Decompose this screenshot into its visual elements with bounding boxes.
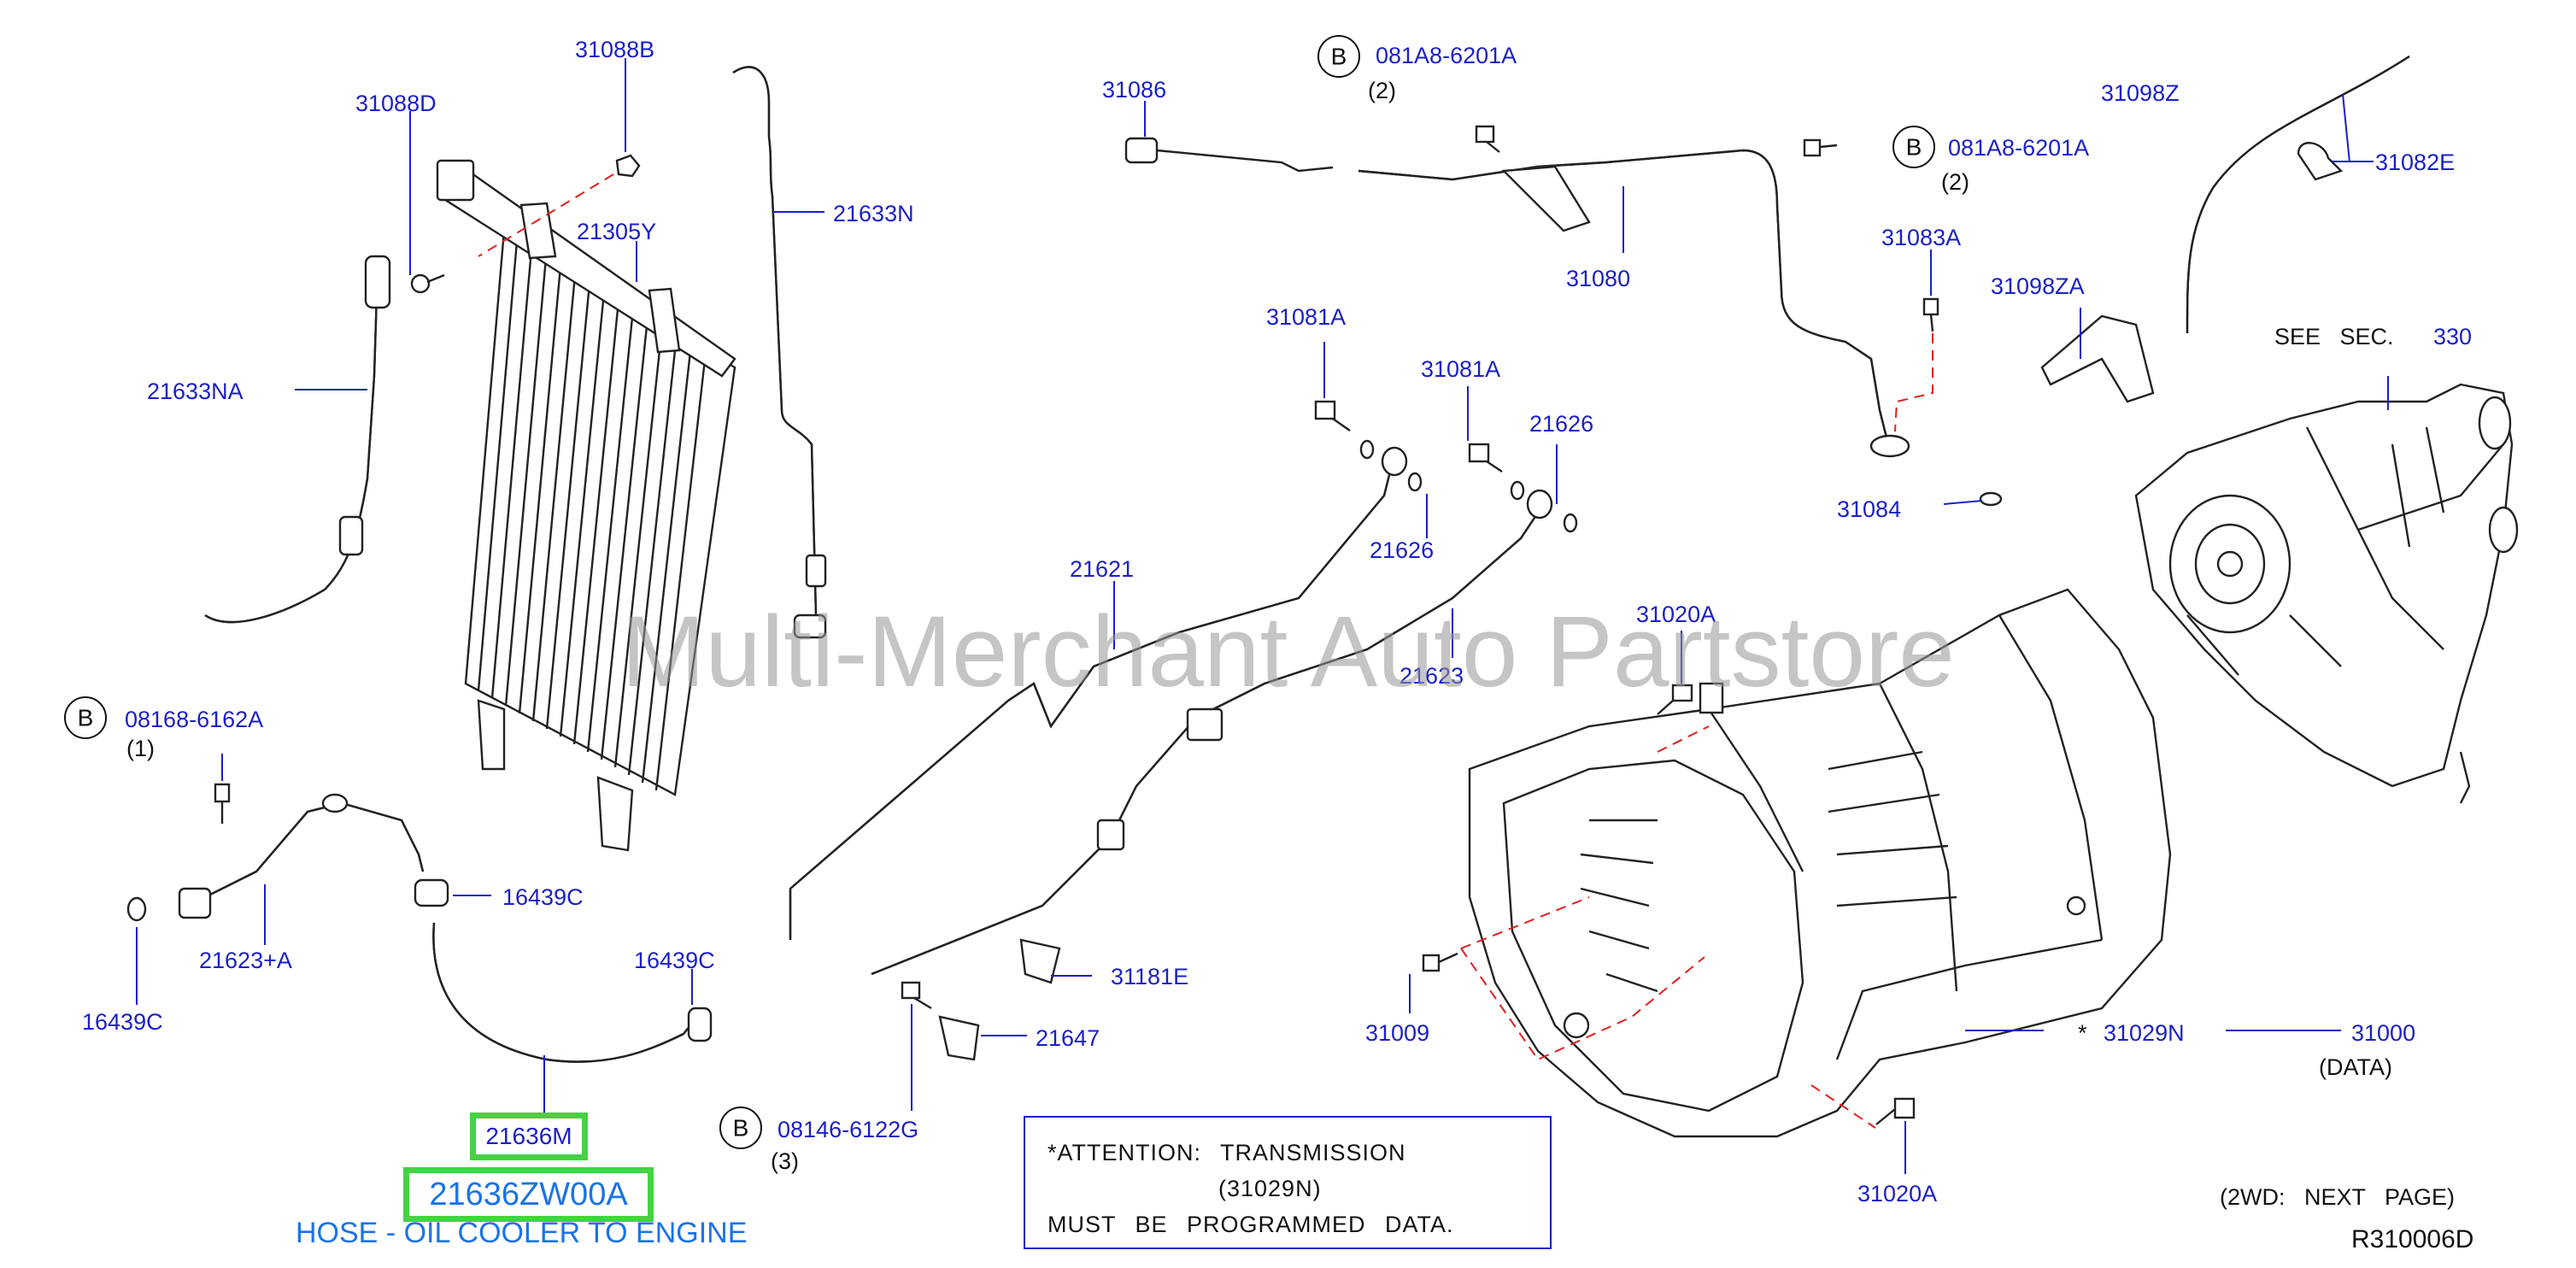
circle-b-letter: B bbox=[1906, 134, 1922, 161]
label-31029N: 31029N bbox=[2104, 1020, 2185, 1046]
attention-box: *ATTENTION: TRANSMISSION (31029N) MUST B… bbox=[1024, 1116, 1552, 1249]
label-08168-6162A: 08168-6162A bbox=[125, 707, 263, 732]
label-31083A: 31083A bbox=[1881, 225, 1961, 250]
label-31084: 31084 bbox=[1837, 496, 1901, 522]
label-31181E: 31181E bbox=[1111, 964, 1188, 989]
highlight-part-number: 21636ZW00A bbox=[403, 1167, 654, 1222]
circle-b-letter: B bbox=[1331, 44, 1347, 70]
label-21305Y: 21305Y bbox=[577, 219, 656, 244]
label-qty-2-right: (2) bbox=[1941, 169, 1969, 195]
label-31009: 31009 bbox=[1365, 1020, 1429, 1046]
leader-lines bbox=[136, 58, 2389, 1174]
label-16439C-left: 16439C bbox=[82, 1009, 163, 1035]
label-31098ZA: 31098ZA bbox=[1991, 273, 2085, 299]
label-31020A-top: 31020A bbox=[1636, 602, 1716, 627]
label-31080: 31080 bbox=[1566, 266, 1630, 291]
pipe-31080 bbox=[1358, 149, 1910, 458]
transfer-case bbox=[2134, 383, 2519, 804]
label-31020A-bottom: 31020A bbox=[1857, 1181, 1937, 1206]
label-16439C-mid: 16439C bbox=[502, 884, 584, 910]
label-21633N: 21633N bbox=[833, 201, 914, 226]
hose-21633N bbox=[732, 66, 827, 639]
circle-b-1: B bbox=[64, 696, 107, 739]
label-21623A: 21623+A bbox=[199, 948, 292, 973]
label-qty-2-top: (2) bbox=[1368, 78, 1396, 103]
label-qty-3: (3) bbox=[771, 1148, 799, 1174]
circle-b-3: B bbox=[1317, 35, 1360, 78]
label-081A8-6201A-right: 081A8-6201A bbox=[1948, 135, 2089, 161]
label-data: (DATA) bbox=[2319, 1054, 2392, 1080]
label-16439C-right: 16439C bbox=[634, 948, 715, 973]
oil-cooler-assembly bbox=[410, 154, 736, 852]
label-31088B: 31088B bbox=[575, 37, 654, 62]
label-31000: 31000 bbox=[2351, 1020, 2415, 1046]
attention-line-1: *ATTENTION: TRANSMISSION bbox=[1047, 1140, 1406, 1165]
label-08146-6122G: 08146-6122G bbox=[777, 1117, 918, 1142]
sensor-31086 bbox=[1124, 137, 1334, 173]
circle-b-2: B bbox=[719, 1107, 762, 1149]
attention-line-3: MUST BE PROGRAMMED DATA. bbox=[1047, 1212, 1454, 1237]
label-21647: 21647 bbox=[1036, 1025, 1100, 1051]
part-description: HOSE - OIL COOLER TO ENGINE bbox=[296, 1217, 748, 1249]
attention-line-2: (31029N) bbox=[1218, 1176, 1322, 1201]
see-section-number: 330 bbox=[2433, 324, 2472, 349]
label-31081A-left: 31081A bbox=[1266, 304, 1346, 330]
label-31081A-right: 31081A bbox=[1421, 356, 1500, 382]
label-21626-right: 21626 bbox=[1529, 411, 1593, 437]
pipe-21623A bbox=[126, 783, 425, 922]
circle-b-letter: B bbox=[733, 1115, 749, 1142]
see-section-label: SEE SEC. bbox=[2274, 324, 2394, 349]
callout-labels: 31088B 31088D 21305Y 21633N 21633NA 0816… bbox=[82, 37, 2472, 1206]
label-qty-1: (1) bbox=[126, 736, 155, 761]
circle-b-4: B bbox=[1892, 126, 1935, 168]
label-21633NA: 21633NA bbox=[147, 379, 244, 404]
label-081A8-6201A-top: 081A8-6201A bbox=[1376, 43, 1517, 68]
hose-21636M bbox=[414, 878, 713, 1063]
pipe-21621 bbox=[789, 461, 1394, 940]
label-31088D: 31088D bbox=[355, 91, 437, 116]
diagram-id: R310006D bbox=[2351, 1225, 2474, 1253]
circle-b-letter: B bbox=[78, 705, 94, 731]
label-21621: 21621 bbox=[1070, 556, 1134, 582]
label-31098Z: 31098Z bbox=[2101, 80, 2180, 106]
transmission-31029N bbox=[1468, 588, 2172, 1138]
hose-21633NA bbox=[204, 255, 391, 624]
label-31082E: 31082E bbox=[2375, 150, 2455, 175]
highlight-part-21636M: 21636M bbox=[470, 1112, 588, 1160]
next-page-note: (2WD: NEXT PAGE) bbox=[2220, 1184, 2456, 1210]
label-21623: 21623 bbox=[1399, 663, 1464, 689]
attention-marker: * bbox=[2078, 1020, 2087, 1046]
label-31086: 31086 bbox=[1102, 77, 1166, 103]
pipe-21623 bbox=[871, 512, 1539, 976]
label-21626-left: 21626 bbox=[1370, 537, 1434, 563]
